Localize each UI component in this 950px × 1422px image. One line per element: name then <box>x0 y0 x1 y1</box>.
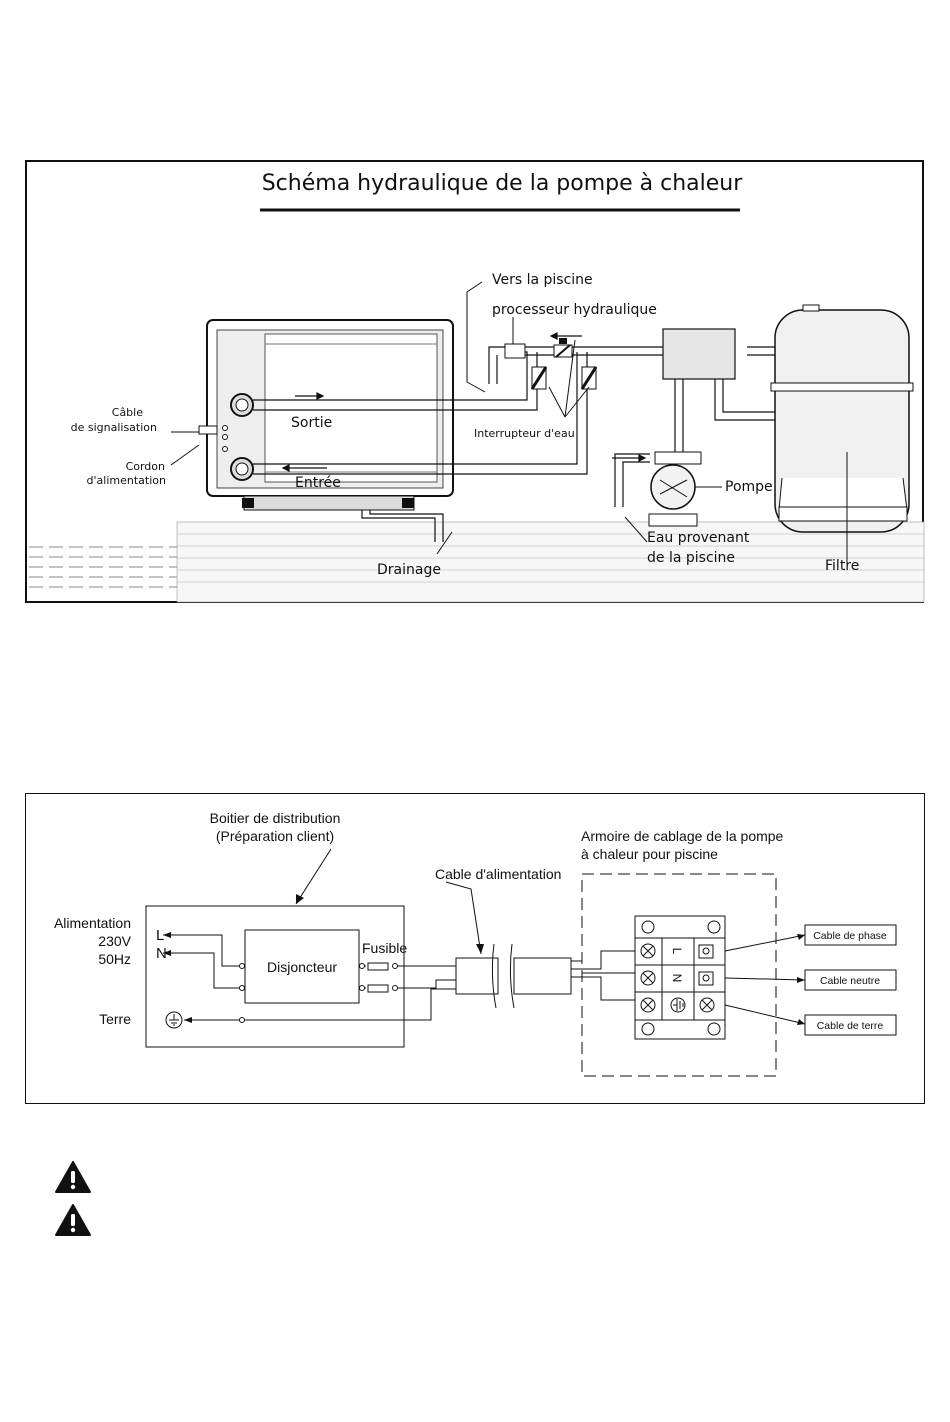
ground-symbol-icon <box>165 1011 183 1029</box>
arrowhead <box>476 944 484 954</box>
label-fusible: Fusible <box>362 940 407 956</box>
wires <box>163 934 806 1025</box>
label-boitier-2: (Préparation client) <box>216 828 334 844</box>
filter-tank <box>770 304 914 533</box>
power-cable <box>455 943 572 1009</box>
label-cable-sig-2: de signalisation <box>71 421 157 434</box>
label-boitier-1: Boitier de distribution <box>210 810 341 826</box>
hydraulic-processor <box>504 338 573 359</box>
pump <box>648 451 702 527</box>
warning-triangle-icon <box>55 1161 91 1193</box>
label-cordon-1: Cordon <box>126 460 165 473</box>
processor-box <box>662 328 736 380</box>
label-vers-piscine: Vers la piscine <box>492 272 593 288</box>
label-N: N <box>156 945 167 962</box>
hydraulic-diagram-panel: Schéma hydraulique de la pompe à chaleur <box>25 160 925 603</box>
label-freq: 50Hz <box>98 951 131 967</box>
label-sortie: Sortie <box>291 415 332 431</box>
label-interrupteur: Interrupteur d'eau <box>474 427 575 440</box>
label-eau-prov-1: Eau provenant <box>647 530 750 546</box>
flow-arrows <box>281 332 647 472</box>
label-drainage: Drainage <box>377 562 441 578</box>
label-cable-phase: Cable de phase <box>813 930 887 942</box>
distribution-box <box>145 905 405 1048</box>
label-cordon-2: d'alimentation <box>87 474 166 487</box>
terminal-block <box>634 915 726 1040</box>
fuse-1 <box>367 962 389 971</box>
water-switches <box>530 366 598 390</box>
label-volt: 230V <box>98 933 131 949</box>
hydraulic-diagram: Schéma hydraulique de la pompe à chaleur <box>29 171 925 603</box>
wire-arrows <box>163 932 805 1025</box>
label-armoire-2: à chaleur pour piscine <box>581 846 718 862</box>
cable-terre-box <box>804 1014 897 1036</box>
label-cable-neutre: Cable neutre <box>820 975 880 987</box>
label-cable-alim: Cable d'alimentation <box>435 866 561 882</box>
wire-nodes <box>239 963 398 1023</box>
electrical-diagram: L N <box>54 810 897 1077</box>
electrical-diagram-panel: L N <box>25 793 925 1104</box>
label-L: L <box>156 927 164 944</box>
label-cable-sig-1: Câble <box>112 406 143 419</box>
terminal-L: L <box>670 948 684 955</box>
pool-water <box>29 546 177 588</box>
label-filtre: Filtre <box>825 558 859 574</box>
label-entree: Entrée <box>295 475 341 491</box>
cable-neutre-box <box>804 969 897 991</box>
heat-pump-unit <box>198 319 454 511</box>
ground <box>176 521 925 603</box>
leader-lines-elec <box>295 848 482 955</box>
label-terre: Terre <box>99 1011 131 1027</box>
label-cable-terre: Cable de terre <box>817 1020 884 1032</box>
label-alimentation: Alimentation <box>54 915 131 931</box>
terminal-N: N <box>670 974 684 983</box>
cable-phase-box <box>804 924 897 946</box>
hydraulic-title: Schéma hydraulique de la pompe à chaleur <box>262 171 744 196</box>
label-armoire-1: Armoire de cablage de la pompe <box>581 828 784 844</box>
label-processeur: processeur hydraulique <box>492 302 657 318</box>
label-disjoncteur: Disjoncteur <box>267 959 337 975</box>
arrowhead <box>296 894 304 904</box>
label-eau-prov-2: de la piscine <box>647 550 735 566</box>
leader-lines <box>170 281 848 562</box>
fuse-2 <box>367 984 389 993</box>
warning-triangle-icon <box>55 1204 91 1236</box>
armoire-box <box>581 873 777 1077</box>
label-pompe: Pompe <box>725 479 773 495</box>
